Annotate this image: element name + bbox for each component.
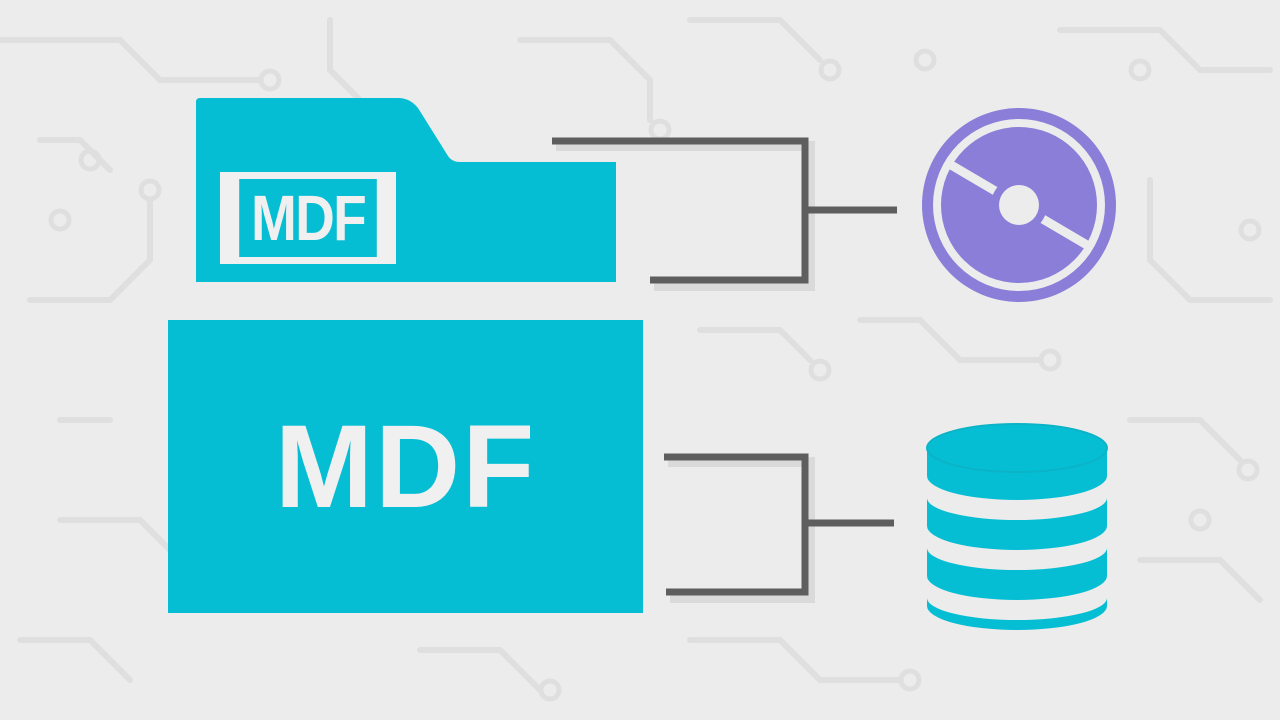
file-panel-label: MDF (274, 400, 537, 533)
bottom-bracket (664, 453, 809, 596)
disc-icon (922, 108, 1116, 302)
mdf-file-panel: MDF (168, 320, 643, 613)
folder-icon: MDF (196, 98, 616, 282)
folder-label-frame: MDF (220, 172, 396, 264)
database-icon (926, 423, 1108, 630)
folder-label: MDF (239, 179, 377, 257)
top-bracket (552, 137, 809, 284)
